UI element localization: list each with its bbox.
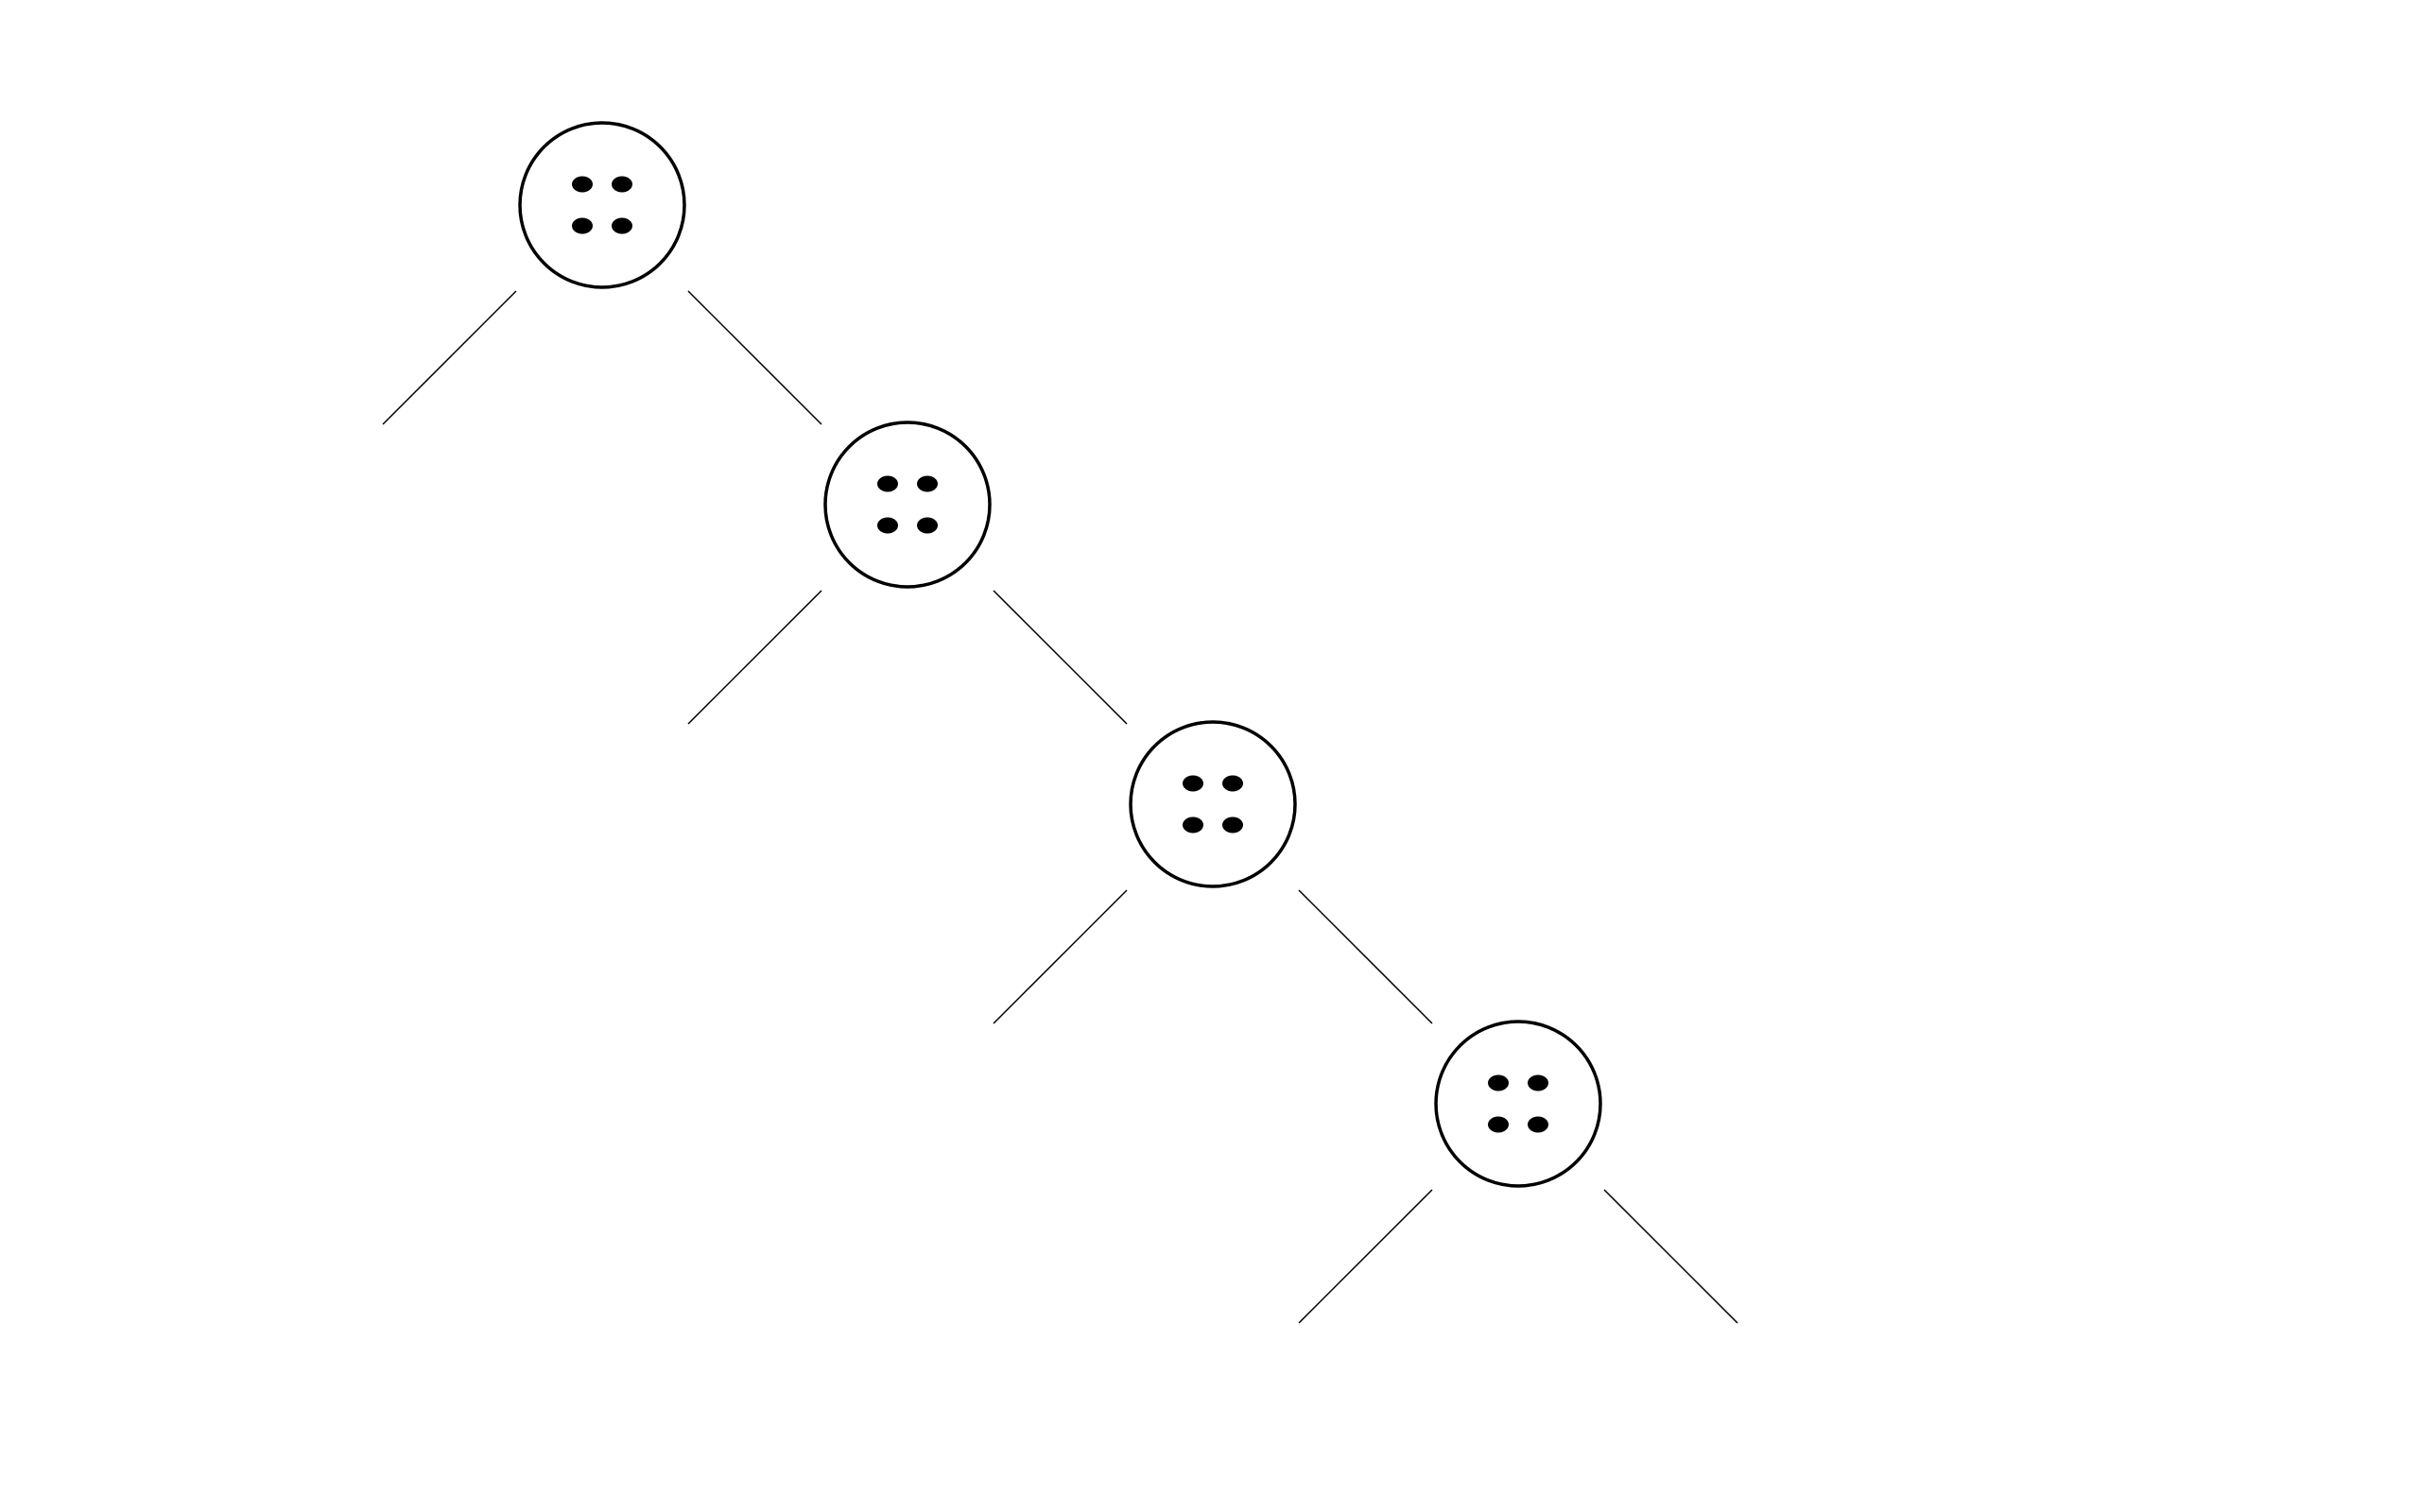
node-dot (1183, 816, 1203, 833)
node-dot (917, 517, 938, 534)
node-dot (612, 217, 632, 234)
node-1-right-edge (687, 290, 822, 425)
tree-edges (382, 290, 1738, 1324)
four-dot-button-icon (572, 176, 632, 234)
node-4-left-edge (1298, 1189, 1433, 1324)
node-2-left-edge (687, 590, 822, 725)
node-3-right-edge (1298, 889, 1433, 1024)
node-dot (1222, 816, 1243, 833)
node-dot (1488, 1074, 1509, 1091)
node-dot (1222, 775, 1243, 792)
node-3 (1129, 720, 1297, 888)
node-dot (1528, 1074, 1548, 1091)
four-dot-button-icon (1183, 775, 1243, 833)
node-dot (1488, 1116, 1509, 1133)
node-2 (823, 421, 992, 589)
node-dot (612, 176, 632, 193)
node-dot (572, 217, 593, 234)
node-3-left-edge (993, 889, 1128, 1024)
node-2-right-edge (993, 590, 1128, 725)
node-dot (1183, 775, 1203, 792)
node-circle (518, 121, 686, 289)
node-dot (877, 475, 898, 492)
node-dot (572, 176, 593, 193)
four-dot-button-icon (1488, 1074, 1548, 1133)
node-4-right-edge (1603, 1189, 1738, 1324)
node-dot (877, 517, 898, 534)
node-4 (1434, 1020, 1602, 1188)
tree-nodes (518, 121, 1602, 1188)
node-1 (518, 121, 686, 289)
node-circle (1129, 720, 1297, 888)
node-circle (1434, 1020, 1602, 1188)
node-circle (823, 421, 992, 589)
node-dot (1528, 1116, 1548, 1133)
node-dot (917, 475, 938, 492)
node-1-left-edge (382, 290, 517, 425)
four-dot-button-icon (877, 475, 938, 534)
